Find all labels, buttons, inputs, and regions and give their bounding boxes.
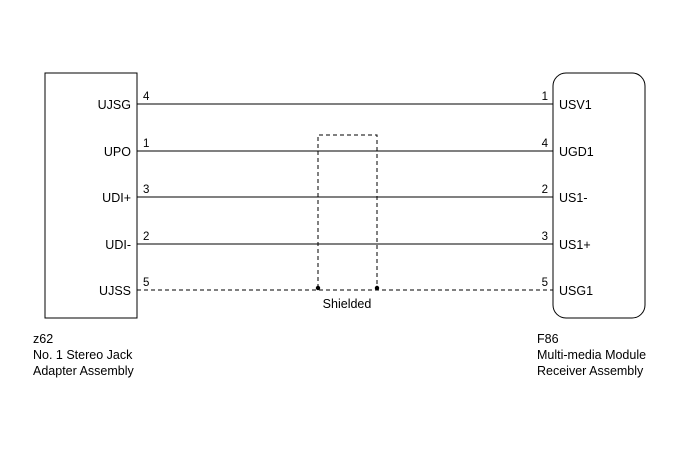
left-connector-name-line2: Adapter Assembly bbox=[33, 364, 134, 378]
left-connector-name-line1: No. 1 Stereo Jack bbox=[33, 348, 133, 362]
left-connector-box bbox=[44, 72, 138, 319]
shield-junction-dot bbox=[374, 285, 380, 291]
right-connector-code: F86 bbox=[537, 332, 559, 346]
left-terminal-label: UJSS bbox=[99, 284, 131, 298]
right-connector-box bbox=[552, 72, 646, 319]
right-connector-name-line2: Receiver Assembly bbox=[537, 364, 644, 378]
right-connector-name-line1: Multi-media Module bbox=[537, 348, 647, 362]
left-terminal-label: UPO bbox=[104, 145, 131, 159]
left-terminal-label: UDI+ bbox=[102, 191, 131, 205]
shield-outline bbox=[317, 134, 378, 288]
left-pin-number: 1 bbox=[143, 138, 149, 150]
right-terminal-label: USV1 bbox=[559, 98, 592, 112]
right-terminal-label: USG1 bbox=[559, 284, 593, 298]
left-pin-number: 5 bbox=[143, 277, 149, 289]
left-pin-number: 2 bbox=[143, 231, 149, 243]
left-terminal-label: UJSG bbox=[98, 98, 131, 112]
right-pin-number: 3 bbox=[542, 231, 548, 243]
right-pin-number: 1 bbox=[542, 91, 548, 103]
shield-label: Shielded bbox=[323, 297, 372, 311]
right-terminal-label: UGD1 bbox=[559, 145, 594, 159]
left-pin-number: 3 bbox=[143, 184, 149, 196]
right-terminal-label: US1- bbox=[559, 191, 587, 205]
right-pin-number: 4 bbox=[542, 138, 549, 150]
left-pin-number: 4 bbox=[143, 91, 150, 103]
right-pin-number: 5 bbox=[542, 277, 548, 289]
left-terminal-label: UDI- bbox=[105, 238, 131, 252]
left-connector-code: z62 bbox=[33, 332, 54, 346]
left-connector-caption: z62 No. 1 Stereo Jack Adapter Assembly bbox=[33, 331, 134, 379]
shield-junction-dot bbox=[315, 285, 321, 291]
right-pin-number: 2 bbox=[542, 184, 548, 196]
right-connector-caption: F86 Multi-media Module Receiver Assembly bbox=[537, 331, 646, 379]
right-terminal-label: US1+ bbox=[559, 238, 591, 252]
